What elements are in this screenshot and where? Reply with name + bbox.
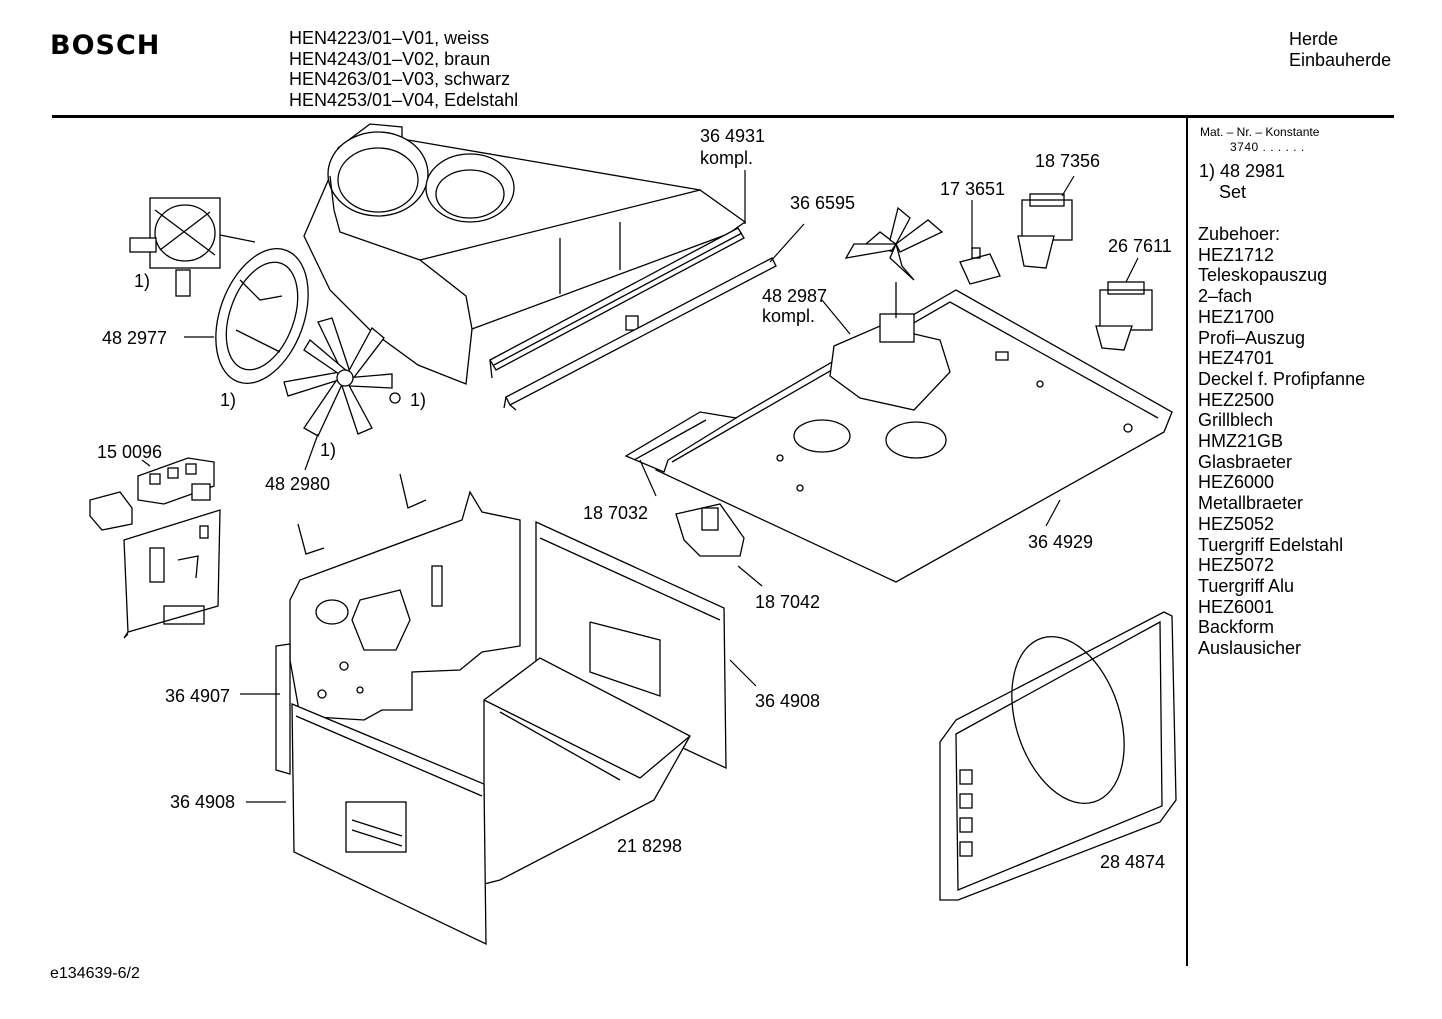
header-divider xyxy=(52,115,1394,118)
list-item: Tuergriff Alu xyxy=(1198,575,1295,596)
transformer-lower xyxy=(1095,281,1153,351)
material-constant: 3740 . . . . . . xyxy=(1230,140,1305,154)
mounting-bracket xyxy=(123,509,221,639)
accessory-list: Zubehoer: HEZ1712 Teleskopauszug 2–fach … xyxy=(1198,224,1365,659)
air-duct-cover xyxy=(303,123,747,385)
part-label-366595: 36 6595 xyxy=(790,193,856,213)
front-frame xyxy=(624,411,738,473)
fan-cover-plate xyxy=(215,248,309,384)
part-label-482987: 48 2987 xyxy=(762,286,828,306)
list-item: HEZ1700 xyxy=(1198,306,1275,327)
list-item: HEZ2500 xyxy=(1198,389,1275,410)
part-label-364907: 36 4907 xyxy=(165,686,231,706)
part-label-150096: 15 0096 xyxy=(97,442,163,462)
profile-strip xyxy=(503,257,777,411)
convection-fan-wheel xyxy=(283,317,401,437)
list-item: HEZ4701 xyxy=(1198,348,1275,369)
document-id: e134639-6/2 xyxy=(50,965,140,982)
part-label-187042: 18 7042 xyxy=(755,592,821,612)
thermostat xyxy=(959,247,1001,285)
set-note-number: 1) 48 2981 xyxy=(1199,161,1286,181)
part-label-482980: 48 2980 xyxy=(265,474,331,494)
oven-top-plate xyxy=(655,289,1173,583)
list-item: Backform xyxy=(1198,617,1275,638)
part-label-267611: 26 7611 xyxy=(1108,236,1172,256)
oven-side-wall-right xyxy=(535,520,727,770)
list-item: Zubehoer: xyxy=(1198,224,1281,244)
part-label-482977: 48 2977 xyxy=(102,328,168,348)
list-item: Profi–Auszug xyxy=(1198,327,1306,348)
door-switch xyxy=(675,503,745,557)
list-item: HEZ6000 xyxy=(1198,472,1275,493)
list-item: HEZ1712 xyxy=(1198,244,1275,265)
category-line: Herde xyxy=(1289,29,1339,49)
part-label-364931: 36 4931 xyxy=(700,126,766,146)
list-item: Metallbraeter xyxy=(1198,493,1304,514)
part-label-364908-right: 36 4908 xyxy=(755,691,821,711)
list-item: Tuergriff Edelstahl xyxy=(1198,534,1344,555)
list-item: Auslausicher xyxy=(1198,638,1302,659)
list-item: HEZ5072 xyxy=(1198,555,1275,576)
footnote-marker-motor: 1) xyxy=(134,271,151,291)
part-label-364929: 36 4929 xyxy=(1028,532,1094,552)
list-item: HEZ6001 xyxy=(1198,596,1275,617)
terminal-block xyxy=(89,457,215,531)
transformer-upper xyxy=(1017,193,1073,269)
list-item: Grillblech xyxy=(1198,410,1274,431)
model-line: HEN4223/01–V01, weiss xyxy=(289,28,490,48)
set-note: 1) 48 2981 Set xyxy=(1199,161,1285,202)
list-item: 2–fach xyxy=(1198,286,1253,307)
oven-rear-wall xyxy=(275,473,521,775)
list-item: HEZ5052 xyxy=(1198,513,1275,534)
part-label-364908-left: 36 4908 xyxy=(170,792,236,812)
material-number-heading: Mat. – Nr. – Konstante xyxy=(1200,125,1320,139)
model-list: HEN4223/01–V01, weiss HEN4243/01–V02, br… xyxy=(289,28,518,111)
cooling-fan-assembly xyxy=(829,206,951,411)
footnote-marker-plate: 1) xyxy=(220,390,237,410)
set-note-text: Set xyxy=(1219,181,1247,202)
model-line: HEN4243/01–V02, braun xyxy=(289,48,491,69)
part-label-kompl-fan: kompl. xyxy=(762,306,816,326)
list-item: Glasbraeter xyxy=(1198,451,1293,472)
part-label-187356: 18 7356 xyxy=(1035,151,1101,171)
appliance-category: Herde Einbauherde xyxy=(1289,29,1391,70)
model-line: HEN4253/01–V04, Edelstahl xyxy=(289,90,519,111)
fan-motor xyxy=(129,197,256,297)
part-label-284874: 28 4874 xyxy=(1100,852,1166,872)
sidebar-divider xyxy=(1186,116,1188,966)
footnote-marker-fan: 1) xyxy=(320,440,337,460)
part-label-187032: 18 7032 xyxy=(583,503,649,523)
list-item: HMZ21GB xyxy=(1198,431,1284,452)
category-line: Einbauherde xyxy=(1289,49,1392,70)
oven-side-wall-left xyxy=(291,703,487,946)
footnote-marker-nut: 1) xyxy=(410,390,427,410)
sidebar-header: Mat. – Nr. – Konstante 3740 . . . . . . xyxy=(1200,125,1319,155)
part-label-218298: 21 8298 xyxy=(617,836,683,856)
brand-logo: BOSCH xyxy=(50,30,161,61)
list-item: Deckel f. Profipfanne xyxy=(1198,368,1366,389)
duct-sealing-strip xyxy=(489,227,745,379)
oven-door-panel xyxy=(939,611,1177,901)
model-line: HEN4263/01–V03, schwarz xyxy=(289,69,511,90)
leader-lines xyxy=(141,170,1139,803)
part-label-kompl: kompl. xyxy=(700,148,754,168)
part-label-173651: 17 3651 xyxy=(940,179,1006,199)
list-item: Teleskopauszug xyxy=(1198,265,1328,286)
